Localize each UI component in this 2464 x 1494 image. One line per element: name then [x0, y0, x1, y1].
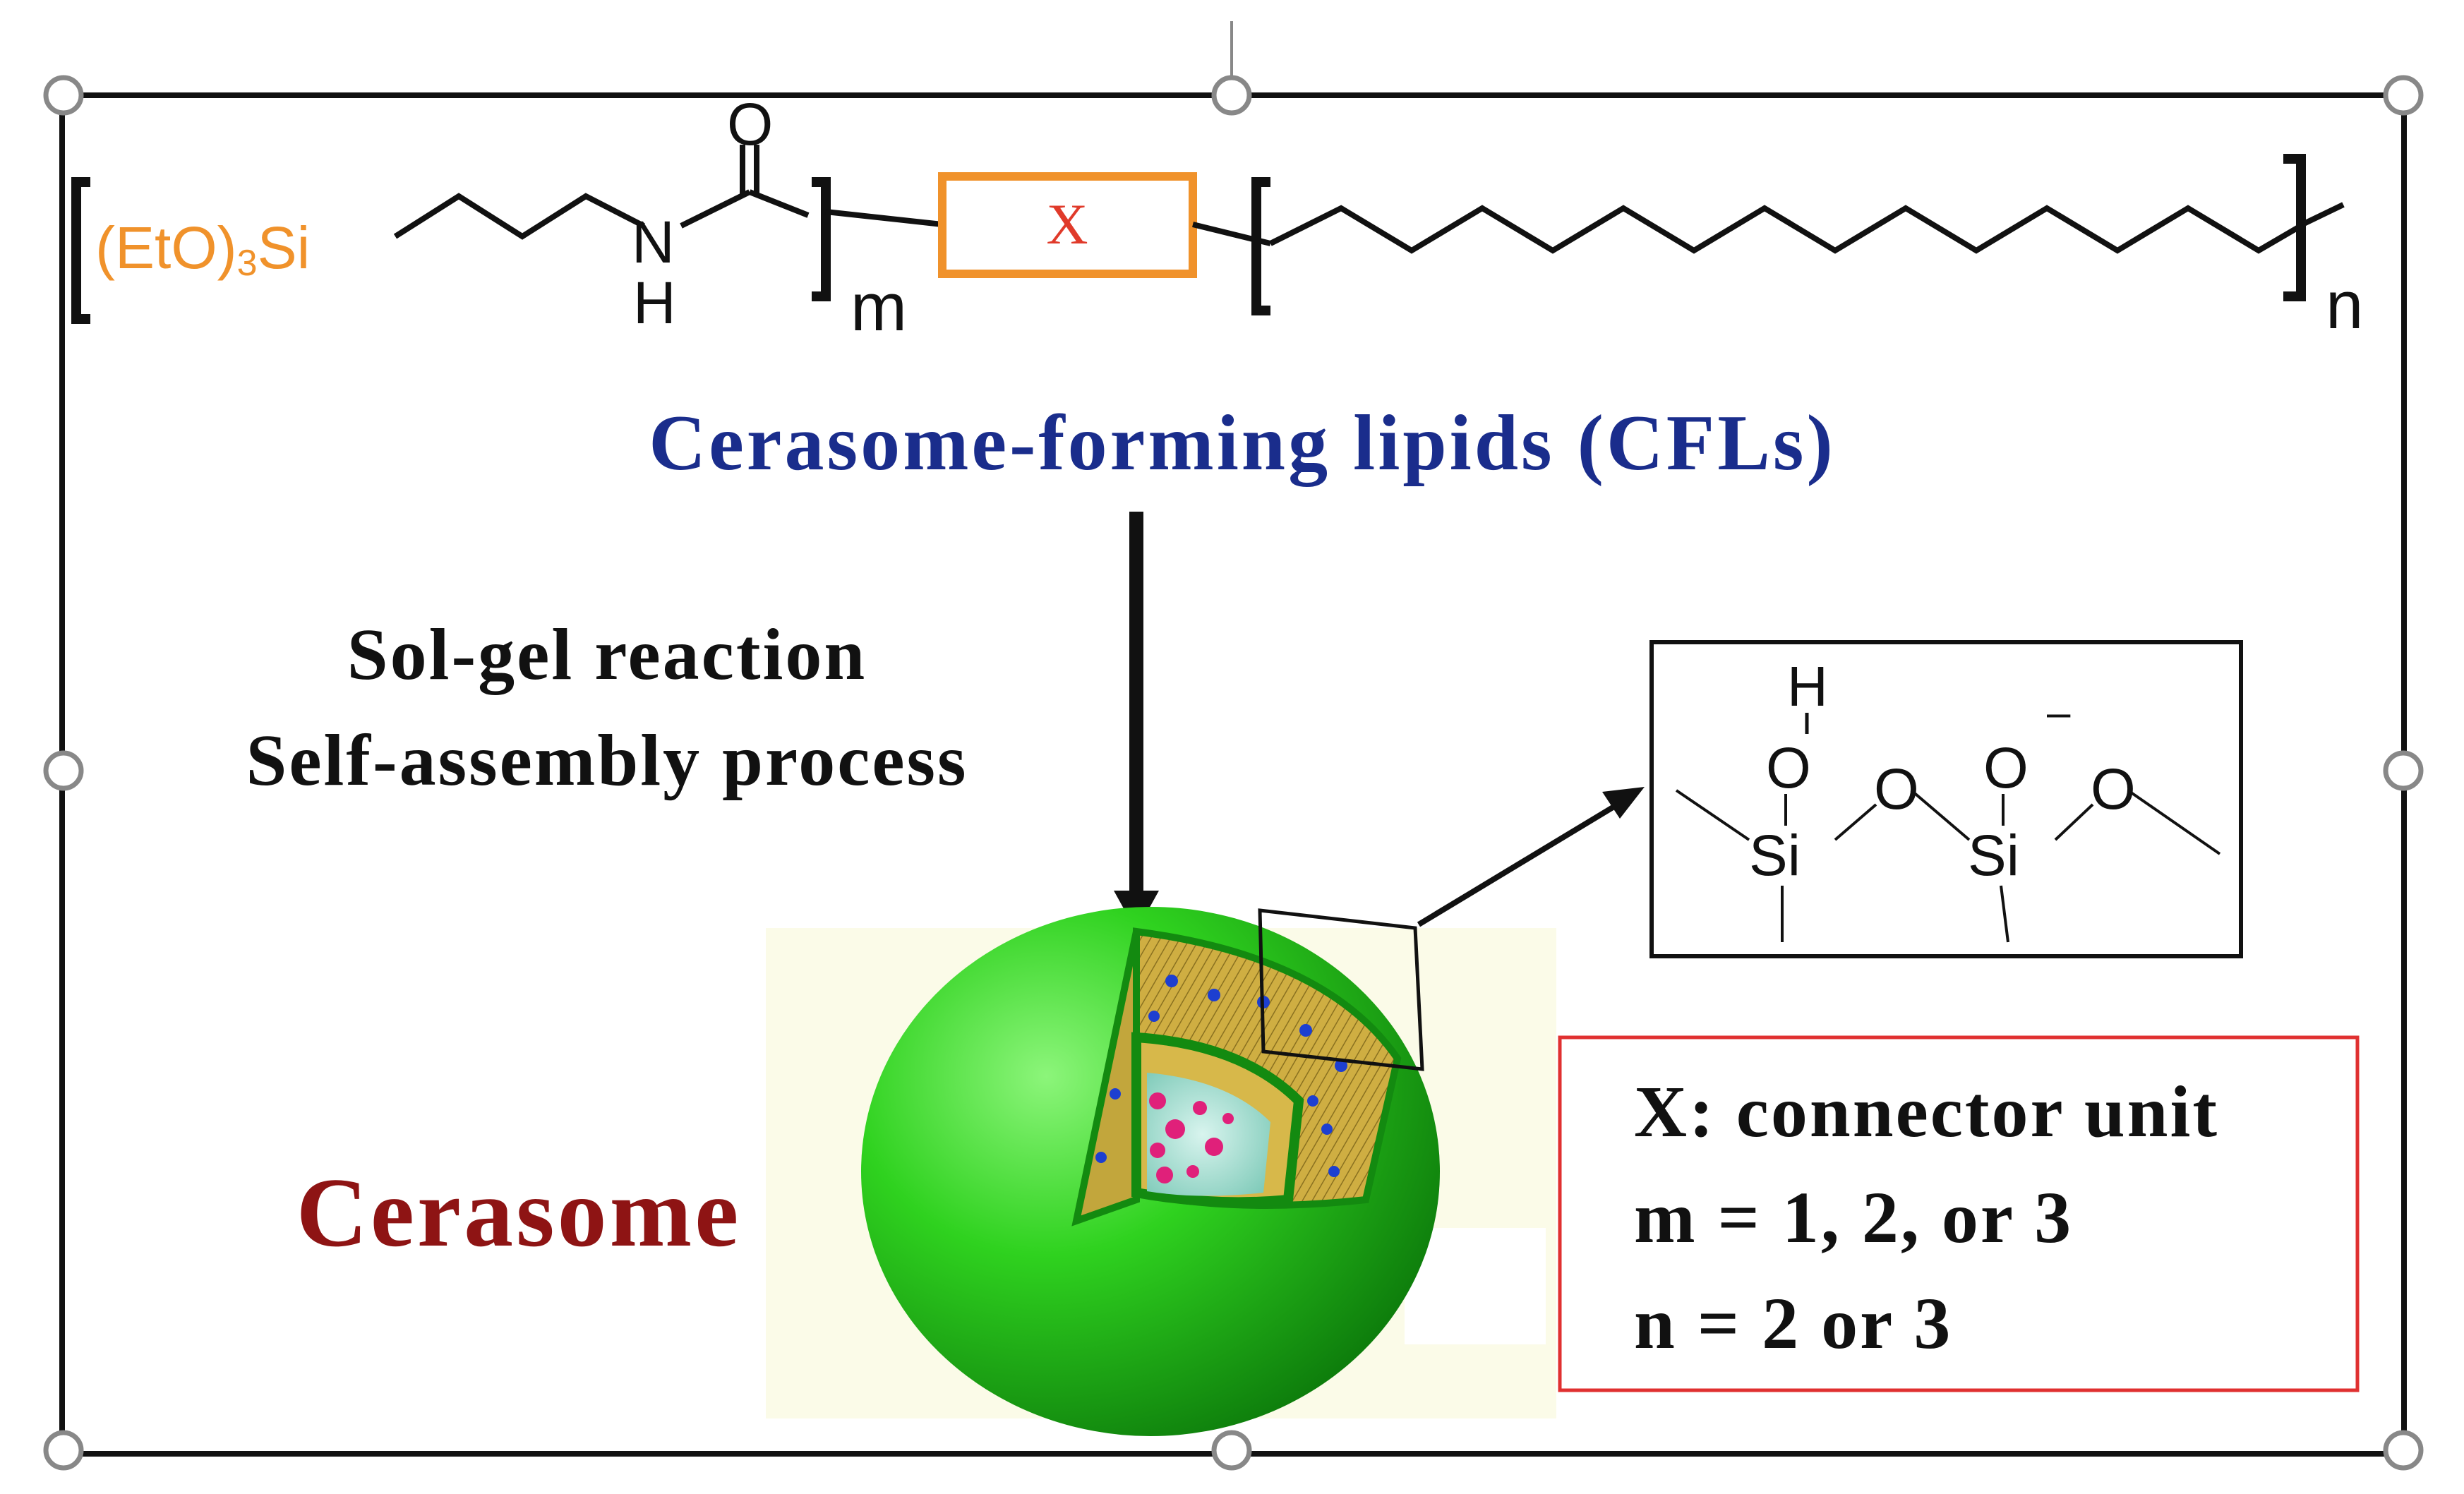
oxygen-top-left: O	[1766, 736, 1811, 800]
handle-middle-right[interactable]	[2383, 750, 2424, 791]
bond-si-right-end	[2054, 803, 2094, 841]
oxygen-top-right: O	[1983, 736, 2029, 800]
process-step-sol-gel: Sol-gel reaction	[347, 614, 867, 695]
left-bracket-m	[71, 177, 90, 324]
handle-bottom-center[interactable]	[1211, 1430, 1252, 1471]
lipid-structure: (EtO)3Si N H O m X n	[71, 91, 2363, 345]
siloxane-inset-box	[1649, 640, 2243, 958]
carbonyl-oxygen: O	[727, 91, 773, 157]
silicon-right: Si	[1968, 824, 2019, 888]
bond-si-left-bridge	[1834, 803, 1877, 841]
handle-bottom-right[interactable]	[2383, 1430, 2424, 1471]
bond-end-outer	[2127, 789, 2221, 855]
amide-nitrogen: N	[632, 209, 675, 275]
illustration-background-cutout	[1405, 1228, 1546, 1344]
legend-m-values: m = 1, 2, or 3	[1634, 1177, 2073, 1258]
encapsulated-cargo	[1149, 1092, 1234, 1183]
membrane-particles	[1095, 975, 1347, 1177]
hydroxyl-hydrogen: H	[1787, 655, 1828, 718]
figure-title: Cerasome-forming lipids (CFLs)	[649, 399, 1836, 487]
oxygen-bridge: O	[1874, 757, 1919, 821]
terminal-bond	[2301, 202, 2345, 227]
bond-bridge-si-right	[1910, 789, 1971, 841]
left-bracket-n	[1251, 177, 1270, 315]
amide-bond	[680, 189, 751, 229]
handle-bottom-left[interactable]	[43, 1430, 84, 1471]
process-step-self-assembly: Self-assembly process	[246, 720, 968, 801]
handle-top-left[interactable]	[43, 75, 84, 116]
legend: X: connector unit m = 1, 2, or 3 n = 2 o…	[1558, 1035, 2360, 1392]
legend-box	[1558, 1035, 2360, 1392]
selection-handles[interactable]	[43, 75, 2424, 1471]
connector-box	[938, 172, 1197, 278]
zoom-arrow-shaft	[1417, 798, 1625, 927]
amide-hydrogen: H	[633, 270, 676, 336]
zoom-region-marker	[1258, 908, 1424, 1071]
subscript-n: n	[2326, 267, 2363, 343]
legend-n-values: n = 2 or 3	[1634, 1283, 1952, 1364]
bond-to-connector	[825, 209, 943, 227]
handle-middle-left[interactable]	[43, 750, 84, 791]
bond-si-left-outer	[1675, 789, 1750, 841]
silicon-left: Si	[1749, 824, 1801, 888]
propyl-chain	[393, 193, 645, 240]
handle-top-center[interactable]	[1211, 75, 1252, 116]
subscript-m: m	[851, 270, 907, 345]
legend-connector-unit: X: connector unit	[1634, 1071, 2219, 1152]
alkyl-chain	[1269, 205, 2303, 254]
right-bracket-n	[2283, 154, 2306, 301]
siloxane-inset: H O O O – O Si Si	[1649, 640, 2243, 958]
carbonyl-bond-right	[748, 189, 810, 218]
bond-si-right-down	[2000, 885, 2009, 943]
cerasome-illustration	[766, 907, 1556, 1436]
silane-group: (EtO)3Si	[95, 215, 310, 284]
cerasome-label: Cerasome	[296, 1158, 742, 1267]
handle-top-right[interactable]	[2383, 75, 2424, 116]
connector-label: X	[1046, 192, 1088, 256]
negative-charge: –	[2047, 689, 2071, 736]
oxygen-end: O	[2091, 757, 2136, 821]
zoom-arrow-head	[1602, 787, 1645, 819]
cerasome-aqueous-core	[1147, 1073, 1270, 1196]
right-bracket-m	[812, 177, 831, 301]
